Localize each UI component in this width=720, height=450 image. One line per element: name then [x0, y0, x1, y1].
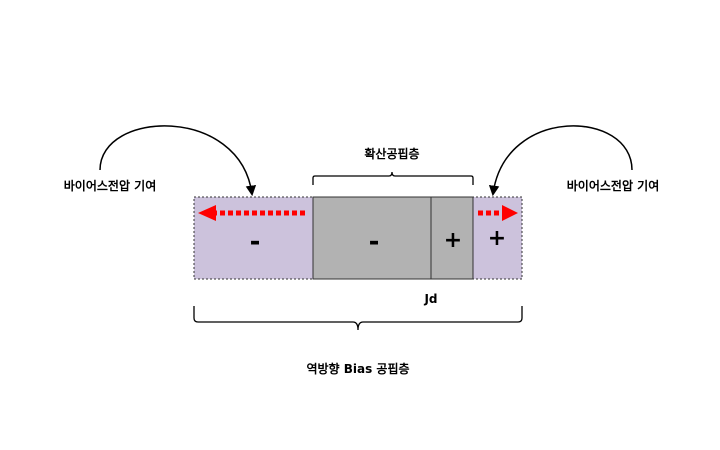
diffusion-region: [312, 196, 474, 280]
right-bias-sign: +: [488, 226, 506, 251]
right-bias-label: 바이어스전압 기여: [567, 178, 660, 193]
right-red-arrowhead: [502, 205, 518, 221]
right-curve-arrow: [488, 125, 633, 197]
left-curve-arrow: [99, 125, 257, 197]
left-red-arrowhead: [198, 205, 216, 221]
diffusion-positive-sign: +: [444, 228, 462, 253]
junction-label: Jd: [423, 292, 437, 306]
left-bias-label: 바이어스전압 기여: [64, 178, 157, 193]
reverse-bias-brace: [193, 306, 523, 331]
left-bias-sign: -: [250, 227, 261, 257]
diffusion-brace: [312, 171, 474, 185]
reverse-bias-depletion-label: 역방향 Bias 공핍층: [306, 361, 409, 376]
diffusion-depletion-label: 확산공핍층: [364, 146, 419, 161]
diffusion-negative-sign: -: [369, 227, 380, 257]
